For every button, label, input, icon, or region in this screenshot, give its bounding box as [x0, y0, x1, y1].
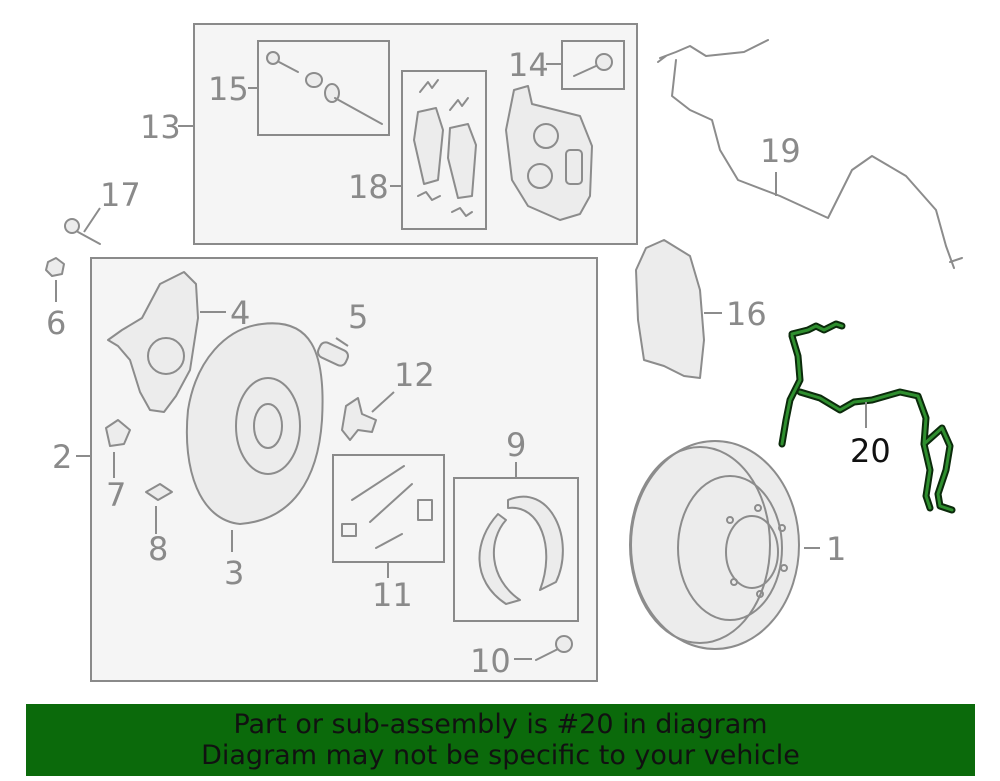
adjuster-12: [341, 397, 377, 441]
callout-3: 3: [224, 554, 244, 592]
callout-8: 8: [148, 530, 168, 568]
callout-18: 18: [348, 168, 389, 206]
spring-kit-11: [341, 465, 433, 549]
callout-2: 2: [52, 438, 72, 476]
bolt-17: [64, 218, 101, 245]
caliper-shield-16: [635, 239, 705, 379]
brake-hose-19: [657, 39, 963, 269]
banner-line-2: Diagram may not be specific to your vehi…: [201, 740, 800, 771]
callout-5: 5: [348, 298, 368, 336]
bracket-bolt-14: [573, 53, 613, 77]
backing-plate-3: [185, 322, 324, 525]
callout-10: 10: [470, 642, 511, 680]
pad-8: [145, 483, 173, 501]
callout-6: 6: [46, 304, 66, 342]
callout-20: 20: [850, 432, 891, 470]
spring-kit-box-11: [332, 454, 445, 563]
bolt-box-14: [561, 40, 625, 90]
leader-lines: [55, 63, 867, 660]
callout-11: 11: [372, 576, 413, 614]
brake-rotor-1: [629, 440, 800, 650]
callout-14: 14: [508, 46, 549, 84]
callout-19: 19: [760, 132, 801, 170]
callout-7: 7: [106, 476, 126, 514]
brake-parts-diagram: 1 2 3 4 5 6 7 8 9 10 11 12 13 14 15 16 1…: [45, 23, 963, 682]
caliper-bracket-4: [107, 271, 199, 413]
brake-pads-18: [413, 79, 477, 217]
callout-15: 15: [208, 70, 249, 108]
callout-16: 16: [726, 295, 767, 333]
bolt-10: [535, 635, 573, 661]
callout-1: 1: [826, 530, 846, 568]
guide-pin-kit-15: [266, 51, 383, 125]
parking-shoes-9: [478, 495, 564, 605]
abs-sensor-harness-20: [778, 320, 956, 514]
nut-6: [45, 257, 65, 277]
callout-17: 17: [100, 176, 141, 214]
banner-line-1: Part or sub-assembly is #20 in diagram: [233, 709, 768, 740]
brake-caliper: [505, 85, 593, 221]
callout-12: 12: [394, 356, 435, 394]
callout-9: 9: [506, 426, 526, 464]
pin-5: [316, 341, 350, 367]
clip-7: [105, 419, 131, 447]
callout-13: 13: [140, 108, 181, 146]
callout-4: 4: [230, 294, 250, 332]
info-banner: Part or sub-assembly is #20 in diagram D…: [26, 704, 975, 776]
